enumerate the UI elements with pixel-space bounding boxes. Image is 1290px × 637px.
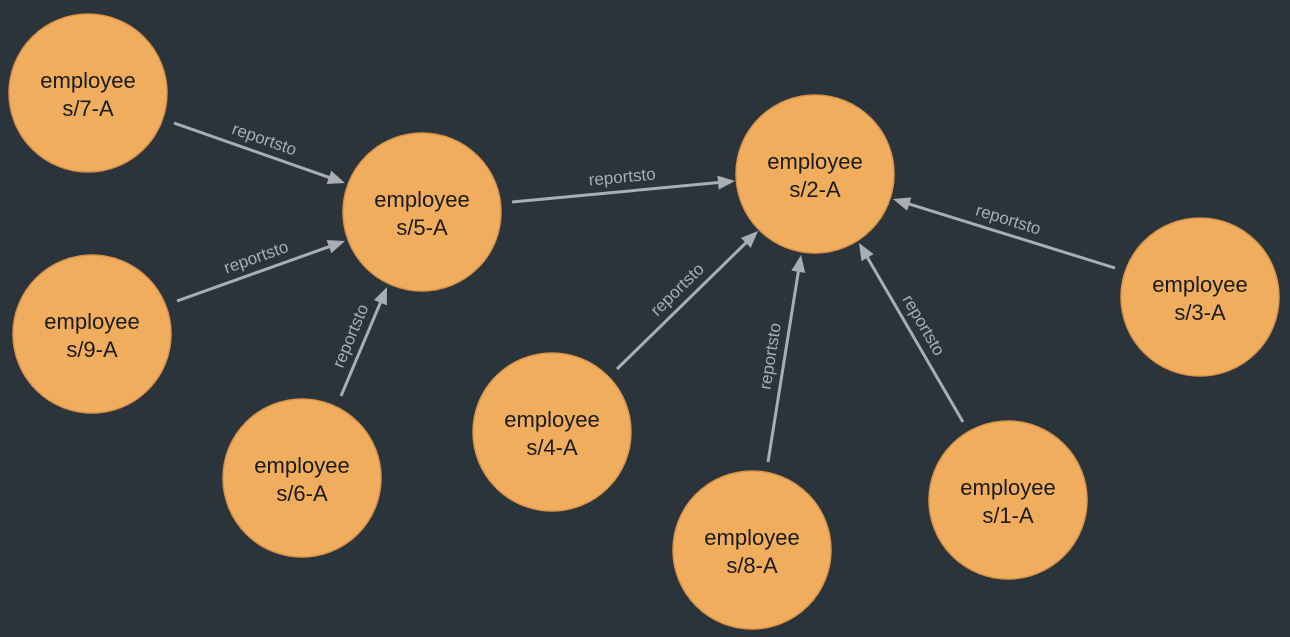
edge-line xyxy=(339,300,383,397)
edge-line xyxy=(865,255,965,423)
edge-s6-to-s5[interactable]: reportsto xyxy=(329,287,387,397)
node-circle xyxy=(672,470,832,630)
edge-line xyxy=(511,180,721,204)
node-circle xyxy=(8,13,168,173)
node-type-label: employee xyxy=(44,309,139,334)
node-s1[interactable]: employee s/1-A xyxy=(928,420,1088,580)
edge-line xyxy=(906,202,1116,270)
edge-label: reportsto xyxy=(973,201,1043,239)
edge-s4-to-s2[interactable]: reportsto xyxy=(615,231,758,371)
node-s4[interactable]: employee s/4-A xyxy=(472,352,632,512)
node-s2[interactable]: employee s/2-A xyxy=(735,94,895,254)
node-circle xyxy=(472,352,632,512)
edge-line xyxy=(173,121,332,180)
node-id-label: s/6-A xyxy=(276,481,328,506)
node-id-label: s/4-A xyxy=(526,435,578,460)
node-id-label: s/2-A xyxy=(789,177,841,202)
node-s9[interactable]: employee s/9-A xyxy=(12,254,172,414)
node-circle xyxy=(735,94,895,254)
node-type-label: employee xyxy=(1152,272,1247,297)
edge-s5-to-s2[interactable]: reportsto xyxy=(511,164,735,204)
node-type-label: employee xyxy=(767,149,862,174)
node-type-label: employee xyxy=(254,453,349,478)
node-type-label: employee xyxy=(504,407,599,432)
node-circle xyxy=(928,420,1088,580)
edge-s7-to-s5[interactable]: reportsto xyxy=(173,119,345,184)
arrowhead-icon xyxy=(893,197,912,211)
arrowhead-icon xyxy=(326,170,345,184)
node-s8[interactable]: employee s/8-A xyxy=(672,470,832,630)
edge-label: reportsto xyxy=(588,164,657,189)
arrowhead-icon xyxy=(791,255,806,273)
node-id-label: s/9-A xyxy=(66,337,118,362)
arrowhead-icon xyxy=(859,243,874,262)
edge-s1-to-s2[interactable]: reportsto xyxy=(859,243,965,423)
node-type-label: employee xyxy=(374,187,469,212)
nodes-layer: employees/7-Aemployees/5-Aemployees/9-Ae… xyxy=(8,13,1280,630)
arrowhead-icon xyxy=(373,287,387,306)
node-id-label: s/1-A xyxy=(982,503,1034,528)
node-type-label: employee xyxy=(960,475,1055,500)
node-s3[interactable]: employee s/3-A xyxy=(1120,217,1280,377)
arrowhead-icon xyxy=(326,240,345,254)
node-s7[interactable]: employee s/7-A xyxy=(8,13,168,173)
node-s6[interactable]: employee s/6-A xyxy=(222,398,382,558)
node-circle xyxy=(1120,217,1280,377)
node-circle xyxy=(222,398,382,558)
edge-line xyxy=(766,269,801,463)
edge-s8-to-s2[interactable]: reportsto xyxy=(756,255,806,463)
node-s5[interactable]: employee s/5-A xyxy=(342,132,502,292)
edge-line xyxy=(615,240,749,371)
node-circle xyxy=(12,254,172,414)
edge-line xyxy=(176,244,332,303)
node-type-label: employee xyxy=(40,68,135,93)
node-id-label: s/5-A xyxy=(396,215,448,240)
arrowhead-icon xyxy=(717,175,735,190)
node-id-label: s/3-A xyxy=(1174,300,1226,325)
edge-s9-to-s5[interactable]: reportsto xyxy=(176,237,345,303)
edge-s3-to-s2[interactable]: reportsto xyxy=(893,197,1116,270)
arrowhead-icon xyxy=(740,231,758,248)
node-circle xyxy=(342,132,502,292)
node-id-label: s/7-A xyxy=(62,96,114,121)
node-id-label: s/8-A xyxy=(726,553,778,578)
node-type-label: employee xyxy=(704,525,799,550)
